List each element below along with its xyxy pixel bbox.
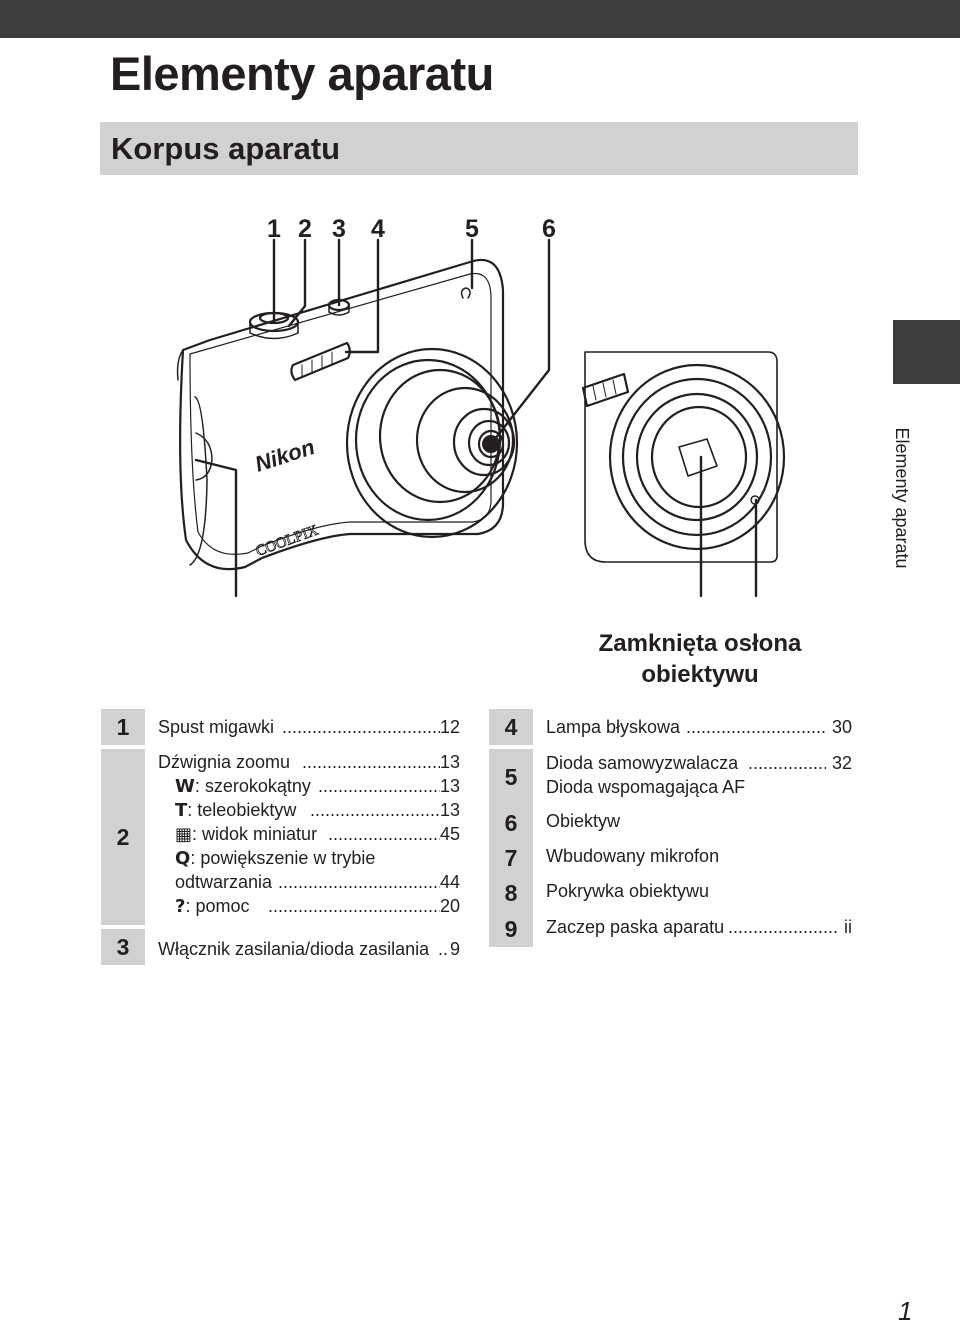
row-number: 6: [489, 805, 533, 840]
caption-line-1: Zamknięta osłona: [598, 630, 802, 657]
row-number: 7: [489, 840, 533, 875]
caption-line-2: obiektywu: [641, 661, 759, 688]
dot-leader: ........................................…: [268, 896, 440, 916]
callout-1: 1: [267, 215, 281, 243]
dot-leader: ........................................…: [302, 752, 440, 772]
row-number: 4: [489, 709, 533, 745]
callout-7: 7: [749, 597, 763, 600]
help-icon: ?: [175, 896, 186, 917]
row-label: : pomoc: [185, 896, 250, 916]
row-number: 3: [101, 929, 145, 965]
row-label: Pokrywka obiektywu: [546, 881, 710, 901]
table-row: 1 Spust migawki.........................…: [101, 709, 471, 745]
parts-table-left: 1 Spust migawki.........................…: [101, 709, 471, 965]
row-number: 8: [489, 875, 533, 910]
dot-leader: ........................................…: [728, 917, 838, 937]
page-ref[interactable]: 12: [440, 717, 461, 737]
table-row: 4 Lampa błyskowa........................…: [489, 709, 859, 745]
row-label: Obiektyw: [546, 811, 621, 831]
parts-table-right: 4 Lampa błyskowa........................…: [489, 709, 859, 949]
dot-leader: ........................................…: [686, 717, 826, 737]
row-label: Zaczep paska aparatu: [546, 917, 725, 937]
page-ref[interactable]: 30: [831, 717, 852, 737]
row-label: : szerokokątny: [194, 776, 311, 796]
wide-icon: W: [175, 776, 195, 797]
callout-9: 9: [229, 597, 243, 600]
callout-3: 3: [332, 215, 346, 243]
brand-logo: Nikon: [252, 434, 318, 477]
row-label: Dźwignia zoomu: [158, 752, 291, 772]
page-ref[interactable]: ii: [844, 917, 852, 937]
table-row: 3 Włącznik zasilania/dioda zasilania....…: [101, 929, 471, 965]
page-ref[interactable]: 13: [440, 752, 461, 772]
row-label: : powiększenie w trybie: [190, 848, 376, 868]
tele-icon: T: [175, 800, 188, 821]
camera-illustration: Nikon COOLPIX 1 2 3 4 5 6 9 8 7: [176, 215, 786, 600]
magnify-icon: Q: [175, 848, 191, 869]
row-number: 2: [101, 749, 145, 925]
row-number: 9: [489, 910, 533, 947]
callout-5: 5: [465, 215, 479, 243]
page-ref[interactable]: 13: [440, 800, 461, 820]
dot-leader: ........................................…: [748, 753, 826, 773]
dot-leader: ........................................…: [310, 800, 440, 820]
table-row: 6 Obiektyw: [489, 805, 859, 840]
side-tab-marker: [893, 320, 960, 384]
header-bar: [0, 0, 960, 38]
table-row: 7 Wbudowany mikrofon: [489, 840, 859, 875]
callout-lines: [194, 238, 758, 598]
page-number: 1: [898, 1296, 913, 1326]
camera-front-view: [176, 258, 519, 571]
page-ref[interactable]: 44: [440, 872, 461, 892]
row-number: 5: [489, 749, 533, 805]
page-title: Elementy aparatu: [110, 47, 494, 100]
section-header: Korpus aparatu: [100, 122, 858, 175]
callout-6: 6: [542, 215, 556, 243]
row-label: : teleobiektyw: [187, 800, 297, 820]
page-ref[interactable]: 32: [831, 753, 852, 773]
callout-4: 4: [371, 215, 385, 243]
figure-caption: Zamknięta osłona obiektywu: [560, 628, 840, 690]
model-logo: COOLPIX: [254, 522, 321, 559]
lens-glass-icon: [482, 435, 500, 453]
table-row: 2 Dźwignia zoomu........................…: [101, 749, 471, 925]
page-ref[interactable]: 45: [440, 824, 461, 844]
page-ref[interactable]: 9: [449, 939, 460, 959]
table-row: 5 Dioda samowyzwalacza..................…: [489, 749, 859, 805]
dot-leader: ........................................…: [282, 717, 440, 737]
row-label: : widok miniatur: [192, 824, 318, 844]
row-number: 1: [101, 709, 145, 745]
table-row: 8 Pokrywka obiektywu: [489, 875, 859, 910]
row-label: Włącznik zasilania/dioda zasilania: [158, 939, 430, 959]
row-label: Lampa błyskowa: [546, 717, 681, 737]
callout-2: 2: [298, 215, 312, 243]
dot-leader: ........................................…: [278, 872, 440, 892]
row-label: Wbudowany mikrofon: [546, 846, 720, 866]
row-label: Spust migawki: [158, 717, 275, 737]
thumbnail-icon: ▦: [175, 824, 193, 845]
section-title: Korpus aparatu: [111, 131, 341, 166]
row-label: Dioda samowyzwalacza: [546, 753, 739, 773]
dot-leader: ........................................…: [318, 776, 440, 796]
dot-leader: ....................: [438, 939, 448, 959]
page-ref[interactable]: 13: [440, 776, 461, 796]
row-label: odtwarzania: [175, 872, 273, 892]
page-ref[interactable]: 20: [440, 896, 461, 916]
row-label: Dioda wspomagająca AF: [546, 777, 746, 797]
table-row: 9 Zaczep paska aparatu..................…: [489, 910, 859, 947]
camera-lens-cover-view: [581, 351, 786, 563]
callout-8: 8: [694, 597, 708, 600]
dot-leader: ........................................…: [328, 824, 440, 844]
